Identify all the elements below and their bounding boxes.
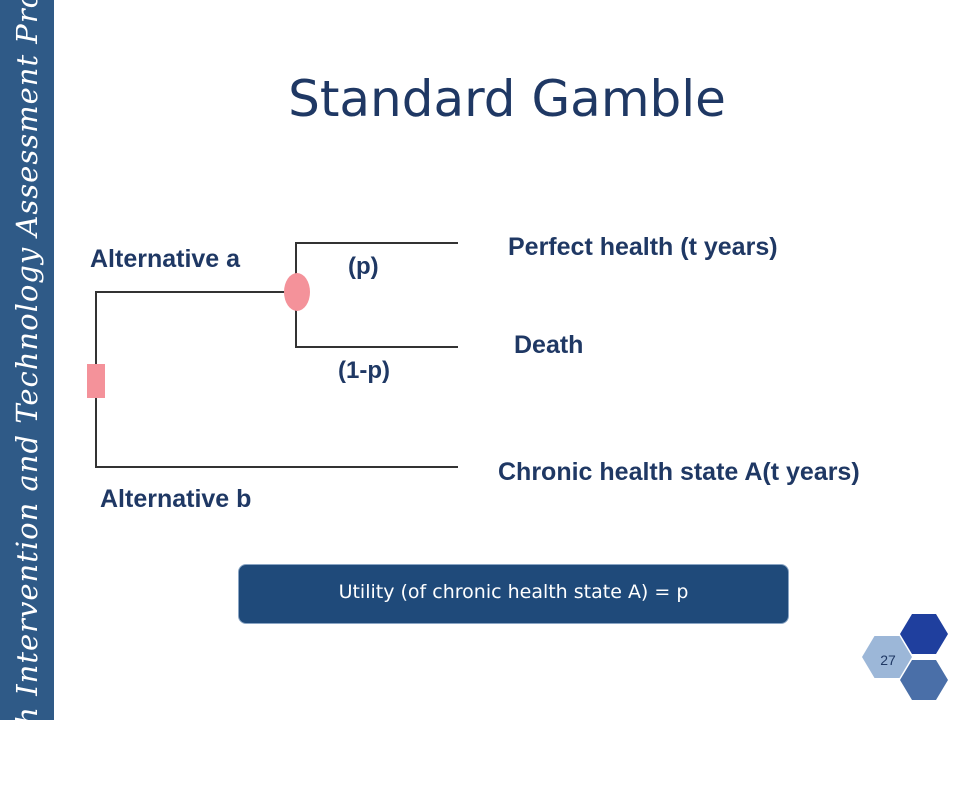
page-number: 27 [880,652,896,668]
hexagon-medium-icon [900,660,948,700]
hexagon-dark-icon [900,614,948,654]
sidebar-banner: Health Intervention and Technology Asses… [0,0,54,811]
utility-formula-box: Utility (of chronic health state A) = p [238,564,789,624]
chance-node [284,273,310,311]
label-outcome-chronic: Chronic health state A(t years) [498,458,860,486]
label-outcome-death: Death [514,331,584,359]
slide-title: Standard Gamble [288,70,726,128]
label-alternative-b: Alternative b [100,485,252,513]
branch-alternative-a [95,291,295,293]
sidebar-program-name: Health Intervention and Technology Asses… [10,0,44,811]
label-alternative-a: Alternative a [90,245,241,273]
branch-perfect-health [295,242,458,244]
branch-death [295,346,458,348]
label-probability-p: (p) [348,253,379,280]
utility-formula-text: Utility (of chronic health state A) = p [338,581,689,603]
label-probability-1-p: (1-p) [338,357,390,384]
branch-alternative-b [95,466,458,468]
decision-node [87,364,105,398]
label-outcome-perfect-health: Perfect health (t years) [508,233,778,261]
